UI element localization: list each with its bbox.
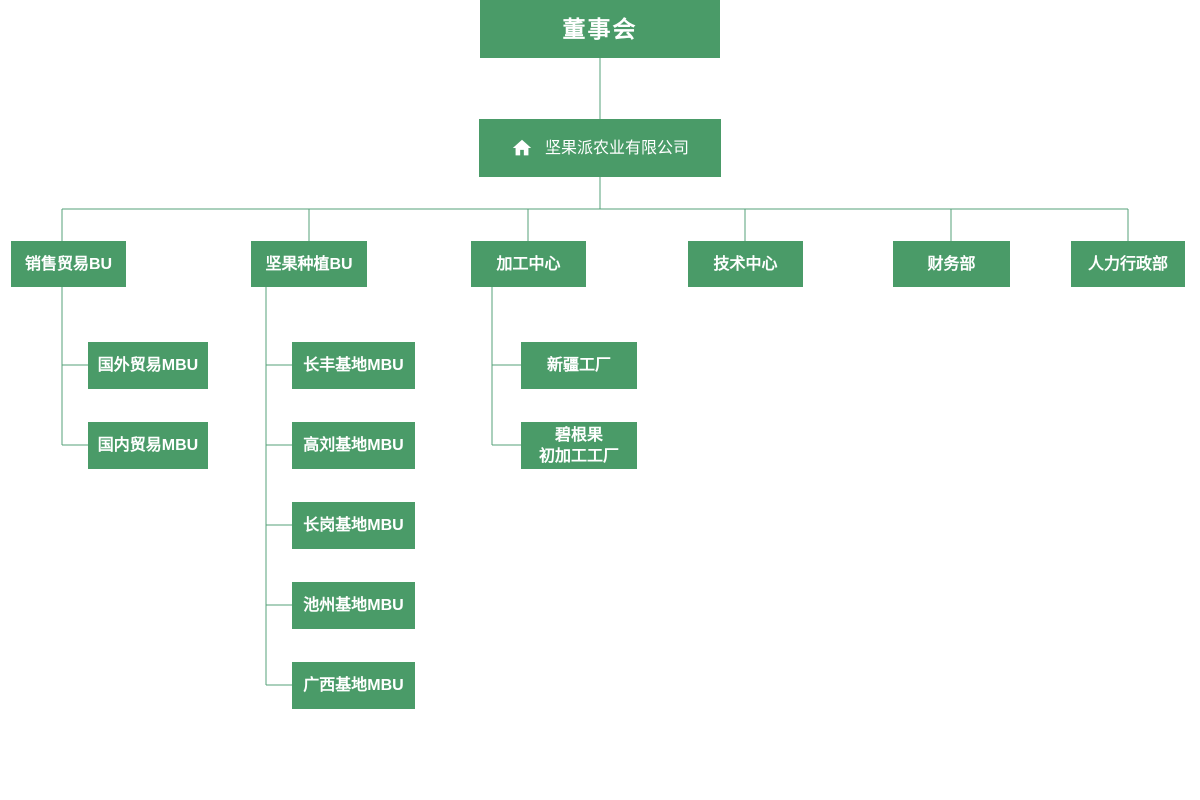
node-changfeng-base-mbu: 长丰基地MBU	[292, 342, 415, 389]
node-dept-technology-center: 技术中心	[688, 241, 803, 287]
node-dept-sales-trade-bu: 销售贸易BU	[11, 241, 126, 287]
node-changgang-base-mbu: 长岗基地MBU	[292, 502, 415, 549]
company-label: 坚果派农业有限公司	[544, 139, 689, 157]
node-guangxi-base-mbu: 广西基地MBU	[292, 662, 415, 709]
node-dept-hr-admin: 人力行政部	[1071, 241, 1185, 287]
node-xinjiang-factory: 新疆工厂	[521, 342, 637, 389]
node-company: 坚果派农业有限公司	[479, 119, 721, 177]
node-board-of-directors: 董事会	[480, 0, 720, 58]
node-pecan-primary-processing-factory: 碧根果 初加工工厂	[521, 422, 637, 469]
home-icon	[512, 139, 532, 156]
node-dept-finance: 财务部	[893, 241, 1010, 287]
node-gaoliu-base-mbu: 高刘基地MBU	[292, 422, 415, 469]
node-dept-processing-center: 加工中心	[471, 241, 586, 287]
node-domestic-trade-mbu: 国内贸易MBU	[88, 422, 208, 469]
node-chizhou-base-mbu: 池州基地MBU	[292, 582, 415, 629]
node-dept-nut-planting-bu: 坚果种植BU	[251, 241, 367, 287]
node-foreign-trade-mbu: 国外贸易MBU	[88, 342, 208, 389]
